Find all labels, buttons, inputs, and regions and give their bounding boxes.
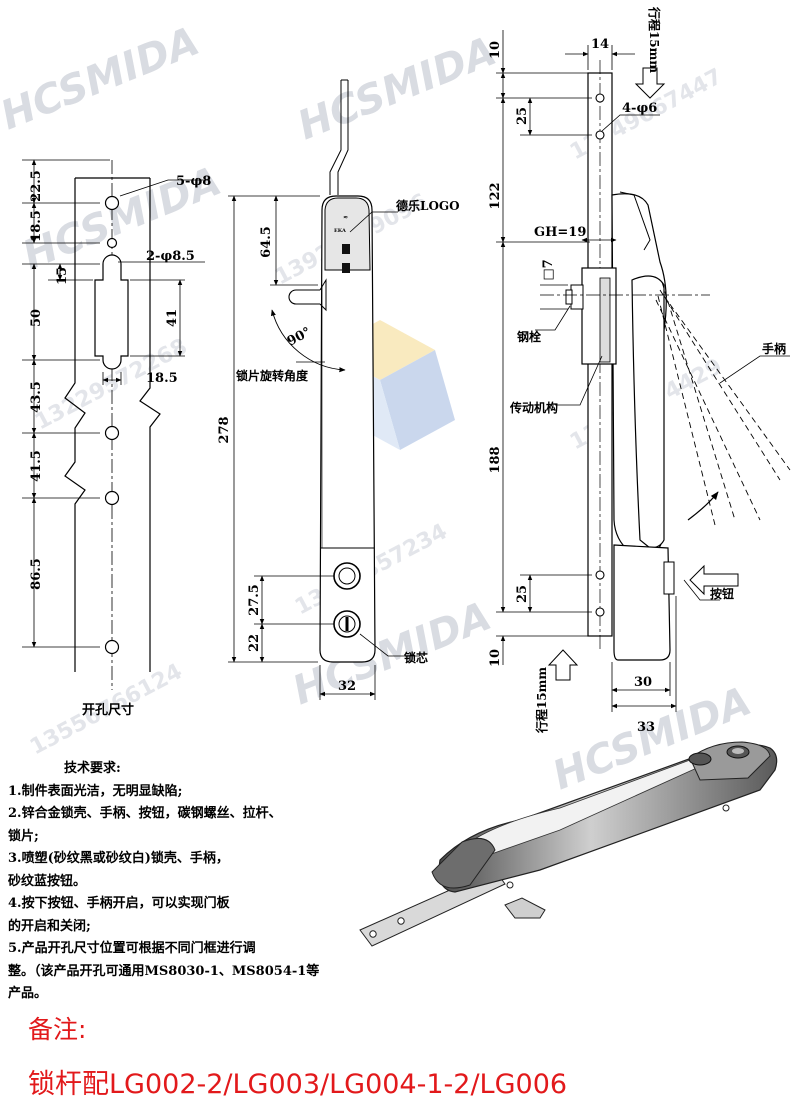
stroke-top: 行程15mm <box>647 6 662 73</box>
watermark-brand-1: HCSMIDA <box>0 18 206 139</box>
dim-32: 32 <box>338 679 356 694</box>
dim-50: 50 <box>29 309 44 327</box>
slot-callout: 2-φ8.5 <box>146 249 195 264</box>
holes-callout: 4-φ6 <box>622 101 657 116</box>
dim-64.5: 64.5 <box>259 226 274 258</box>
dim-25-top: 25 <box>515 107 530 125</box>
gh-19: GH=19 <box>534 225 586 240</box>
cutout-caption: 开孔尺寸 <box>82 702 134 718</box>
angle-90: 90° <box>285 325 314 350</box>
note-line: 锁片; <box>8 828 39 844</box>
dim-18.5-a: 18.5 <box>29 210 44 242</box>
dim-10-bottom: 10 <box>488 649 503 667</box>
dim-43.5: 43.5 <box>29 381 44 413</box>
note-line: 3.喷塑(砂纹黑或砂纹白)锁壳、手柄， <box>8 851 229 866</box>
bolt-size: □7 <box>541 259 556 280</box>
dim-86.5: 86.5 <box>29 558 44 590</box>
label-steel-bolt: 钢栓 <box>517 329 541 344</box>
dim-15: 15 <box>55 267 70 285</box>
label-lock-core: 锁芯 <box>404 650 428 665</box>
hole-callout: 5-φ8 <box>176 174 211 189</box>
watermark-brand-3: HCSMIDA <box>292 28 503 149</box>
dim-30: 30 <box>634 675 652 690</box>
hole-5 <box>104 639 120 655</box>
svg-text:≈: ≈ <box>343 214 348 221</box>
note-line: 5.产品开孔尺寸位置可根据不同门框进行调 <box>8 941 256 956</box>
dim-33: 33 <box>637 720 655 735</box>
label-logo: 德乐LOGO <box>396 198 460 213</box>
note-line: 2.锌合金锁壳、手柄、按钮，碳钢螺丝、拉杆、 <box>8 806 282 821</box>
note-line: 的开启和关闭; <box>8 918 91 934</box>
remark-model-line: 锁杆配LG002-2/LG003/LG004-1-2/LG006 <box>28 1069 568 1100</box>
dim-122: 122 <box>488 182 503 209</box>
note-line: 砂纹蓝按钮。 <box>8 873 87 889</box>
dim-41.5: 41.5 <box>29 450 44 482</box>
dim-18.5-b: 18.5 <box>146 371 178 386</box>
remark-label: 备注: <box>28 1015 87 1044</box>
cutout-view: 22.5 18.5 15 50 41 18.5 43.5 41.5 86.5 5… <box>22 159 211 718</box>
label-mechanism: 传动机构 <box>509 400 558 415</box>
note-line: 整。（该产品开孔可通用MS8030-1、MS8054-1等 <box>8 963 320 979</box>
hole-2 <box>106 237 118 249</box>
hole-1 <box>104 195 120 211</box>
label-rotation-angle: 锁片旋转角度 <box>236 368 309 383</box>
label-button: 按钮 <box>710 586 734 601</box>
dim-25-bottom: 25 <box>515 585 530 603</box>
label-handle: 手柄 <box>762 341 786 356</box>
dim-22: 22 <box>247 634 262 652</box>
note-line: 1.制件表面光洁，无明显缺陷; <box>8 783 183 799</box>
hole-3 <box>104 425 120 441</box>
side-view: 10 14 25 122 188 25 10 30 33 GH=19 □7 4-… <box>488 6 791 735</box>
note-line: 产品。 <box>8 986 48 1001</box>
dim-278: 278 <box>217 416 232 443</box>
technical-requirements: 技术要求: 1.制件表面光洁，无明显缺陷; 2.锌合金锁壳、手柄、按钮，碳钢螺丝… <box>8 758 368 1006</box>
dim-14: 14 <box>591 37 609 52</box>
note-line: 4.按下按钮、手柄开启，可以实现门板 <box>8 896 230 911</box>
dim-188: 188 <box>488 446 503 473</box>
notes-title: 技术要求: <box>64 761 121 776</box>
product-render <box>359 741 778 947</box>
dim-22.5: 22.5 <box>29 170 44 202</box>
dim-41: 41 <box>165 309 180 327</box>
dim-27.5: 27.5 <box>247 584 262 616</box>
hole-4 <box>104 490 120 506</box>
front-view: ≈ EKA <box>217 79 460 700</box>
svg-text:EKA: EKA <box>334 228 346 234</box>
stroke-bottom: 行程15mm <box>534 667 549 734</box>
dim-10-top: 10 <box>488 41 503 59</box>
slot-cutout <box>94 254 129 370</box>
